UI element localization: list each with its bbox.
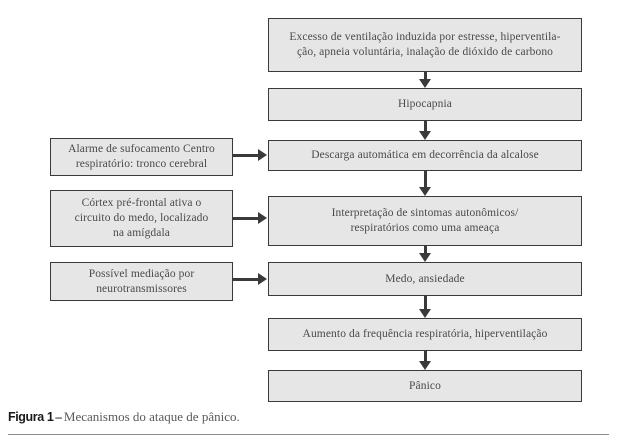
connector-arrowhead-hipocapnia-to-descarga [418,131,431,140]
connector-line-neurotransmissores-to-medo [233,278,260,281]
flow-node-panico: Pânico [268,370,582,402]
flow-node-label: Alarme de sufocamento Centro respiratóri… [68,143,215,170]
connector-arrowhead-interpretacao-to-medo [418,253,431,262]
connector-line-excesso-to-hipocapnia [423,72,427,82]
connector-line-descarga-to-interpretacao [423,171,427,188]
connector-arrowhead-excesso-to-hipocapnia [418,79,431,88]
connector-line-alarme-to-descarga [233,154,260,157]
flow-node-mediacao-neurotransmissores: Possível mediação por neurotransmissores [50,262,233,301]
figure-caption-text: Mecanismos do ataque de pânico. [63,409,240,424]
flow-node-interpretacao-sintomas: Interpretação de sintomas autonômicos/ r… [268,196,582,246]
flow-node-alarme-sufocamento: Alarme de sufocamento Centro respiratóri… [50,138,233,176]
flow-node-label: Aumento da frequência respiratória, hipe… [302,328,548,340]
flow-node-label: Excesso de ventilação induzida por estre… [289,31,561,58]
flow-node-label: Córtex pré-frontal ativa o circuito do m… [74,197,209,239]
flow-node-descarga-automatica: Descarga automática em decorrência da al… [268,140,582,171]
flow-node-label: Possível mediação por neurotransmissores [88,267,195,295]
connector-arrowhead-descarga-to-interpretacao [418,187,431,196]
figure-caption-label: Figura 1 [8,410,54,424]
caption-divider-rule [8,434,609,435]
connector-line-aumento-to-panico [423,351,427,362]
flow-node-aumento-frequencia: Aumento da frequência respiratória, hipe… [268,318,582,351]
connector-arrowhead-aumento-to-panico [418,361,431,370]
connector-arrowhead-cortex-to-interpretacao [258,212,267,224]
flow-node-excesso-ventilacao: Excesso de ventilação induzida por estre… [268,18,582,72]
connector-arrowhead-medo-to-aumento [418,309,431,318]
connector-line-cortex-to-interpretacao [233,217,260,220]
flow-node-label: Descarga automática em decorrência da al… [311,149,539,161]
flow-node-hipocapnia: Hipocapnia [268,88,582,121]
flow-node-label: Medo, ansiedade [385,272,465,285]
flow-node-label: Pânico [409,379,441,392]
figure-caption: Figura 1–Mecanismos do ataque de pânico. [8,409,609,425]
flow-node-label: Hipocapnia [397,98,452,110]
connector-line-hipocapnia-to-descarga [423,121,427,133]
flow-node-medo-ansiedade: Medo, ansiedade [268,262,582,296]
connector-arrowhead-neurotransmissores-to-medo [258,273,267,285]
figure-caption-dash: – [55,409,62,424]
connector-arrowhead-alarme-to-descarga [258,149,267,161]
connector-line-medo-to-aumento [423,296,427,310]
connector-line-interpretacao-to-medo [423,246,427,255]
flow-node-cortex-pre-frontal: Córtex pré-frontal ativa o circuito do m… [50,190,233,247]
flow-node-label: Interpretação de sintomas autonômicos/ r… [331,207,519,234]
